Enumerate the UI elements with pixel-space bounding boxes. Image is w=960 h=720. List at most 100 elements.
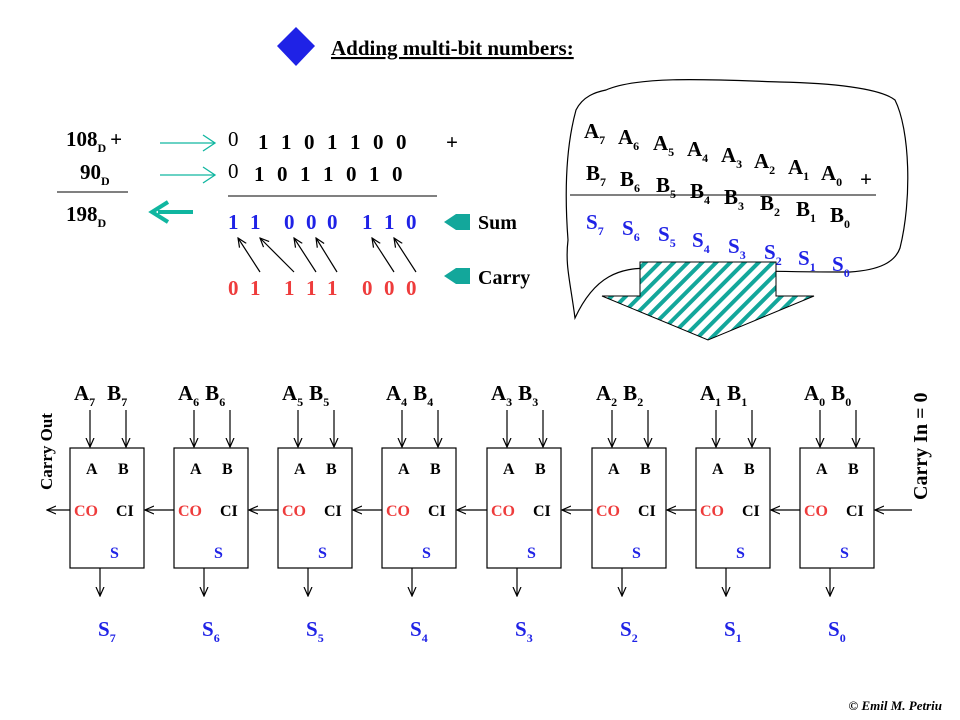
- decimal-plus: +: [110, 127, 122, 151]
- input-b-label: B: [107, 381, 121, 405]
- adder-box: [591, 447, 667, 569]
- bubble-b-4: B: [724, 185, 738, 209]
- sum-bit-6: 1: [384, 210, 395, 234]
- row-b-bit-1: 0: [277, 162, 288, 186]
- sum-label-group: Sum: [444, 212, 517, 234]
- copyright: © Emil M. Petriu: [848, 698, 942, 713]
- sum-output-0: S0: [828, 617, 846, 645]
- page-title: Adding multi-bit numbers:: [331, 36, 574, 60]
- carry-arrow-0: [238, 238, 261, 273]
- row-b-bit-4: 0: [346, 162, 357, 186]
- decimal-b-sub: D: [101, 174, 110, 188]
- adder-box: [173, 447, 249, 569]
- adder-b-label: B: [744, 461, 755, 478]
- bubble-a-sub-5: 2: [769, 163, 775, 177]
- adder-a-label: A: [190, 461, 202, 478]
- row-a-lead: 0: [228, 127, 239, 151]
- decimal-a: 108: [66, 127, 98, 151]
- carry-arrows: [238, 238, 417, 273]
- adder-ci-label: CI: [846, 503, 864, 520]
- carry-bit-6: 0: [384, 276, 395, 300]
- carry-label-group: Carry: [444, 267, 530, 289]
- adder-box: [486, 447, 562, 569]
- row-a-bit-3: 1: [327, 130, 338, 154]
- adder-a-label: A: [294, 461, 306, 478]
- bubble-a-4: A: [721, 143, 737, 167]
- bubble-b-sub-3: 4: [704, 193, 710, 207]
- result-arrow-icon: [148, 200, 193, 224]
- row-b-bit-0: 1: [254, 162, 265, 186]
- bubble-a-6: A: [788, 155, 804, 179]
- adder-s-label: S: [422, 545, 431, 562]
- adder-box: [799, 447, 875, 569]
- sum-pointer-icon: [444, 214, 470, 230]
- bubble-b-sub-2: 5: [670, 187, 676, 201]
- bubble-a-3: A: [687, 137, 703, 161]
- adder-b-label: B: [640, 461, 651, 478]
- adder-b-label: B: [222, 461, 233, 478]
- sum-bit-4: 0: [327, 210, 338, 234]
- input-a-label: A: [596, 381, 612, 405]
- bubble-a-sub-6: 1: [803, 169, 809, 183]
- adder-box: [381, 447, 457, 569]
- carry-bit-7: 0: [406, 276, 417, 300]
- row-a-bit-0: 1: [258, 130, 269, 154]
- adder-b-label: B: [430, 461, 441, 478]
- sum-output-1: S1: [724, 617, 742, 645]
- carry-in-label: Carry In = 0: [910, 393, 932, 501]
- hatched-down-arrow-icon: [601, 261, 815, 341]
- bubble-s-6: S: [798, 246, 810, 270]
- sum-bit-1: 1: [250, 210, 261, 234]
- adder-b-label: B: [848, 461, 859, 478]
- adder-a-label: A: [712, 461, 724, 478]
- sum-output-5: S5: [306, 617, 324, 645]
- bubble-s-sub-5: 2: [776, 254, 782, 268]
- carry-arrow-4: [372, 238, 395, 273]
- input-b-label: B: [727, 381, 741, 405]
- bubble-a-sub-3: 4: [702, 151, 708, 165]
- carry-label: Carry: [478, 267, 530, 289]
- sum-bit-7: 0: [406, 210, 417, 234]
- adder-ci-label: CI: [533, 503, 551, 520]
- adder-s-label: S: [736, 545, 745, 562]
- adder-co-label: CO: [804, 503, 828, 520]
- adder-a-label: A: [398, 461, 410, 478]
- bubble-s-sub-2: 5: [670, 236, 676, 250]
- adder-s-label: S: [110, 545, 119, 562]
- adder-s-label: S: [527, 545, 536, 562]
- bubble-s-5: S: [764, 240, 776, 264]
- bubble-s-sub-7: 0: [844, 266, 850, 280]
- bubble-s-3: S: [692, 228, 704, 252]
- sum-output-6: S6: [202, 617, 220, 645]
- bubble-a-sub-1: 6: [633, 139, 639, 153]
- bubble-a-sub-2: 5: [668, 145, 674, 159]
- bubble-b-sub-0: 7: [600, 175, 606, 189]
- bubble-b-sub-4: 3: [738, 199, 744, 213]
- adder-co-label: CO: [282, 503, 306, 520]
- adder-co-label: CO: [74, 503, 98, 520]
- carry-arrow-3: [316, 238, 338, 273]
- input-a-label: A: [804, 381, 820, 405]
- input-b-label: B: [309, 381, 323, 405]
- bubble-s-sub-0: 7: [598, 224, 604, 238]
- carry-bit-4: 1: [327, 276, 338, 300]
- bubble-s-sub-1: 6: [634, 230, 640, 244]
- row-a-bit-6: 0: [396, 130, 407, 154]
- carry-arrow-1: [260, 238, 295, 273]
- adder-a-label: A: [816, 461, 828, 478]
- adder-co-label: CO: [178, 503, 202, 520]
- carry-bit-5: 0: [362, 276, 373, 300]
- input-a-label: A: [282, 381, 298, 405]
